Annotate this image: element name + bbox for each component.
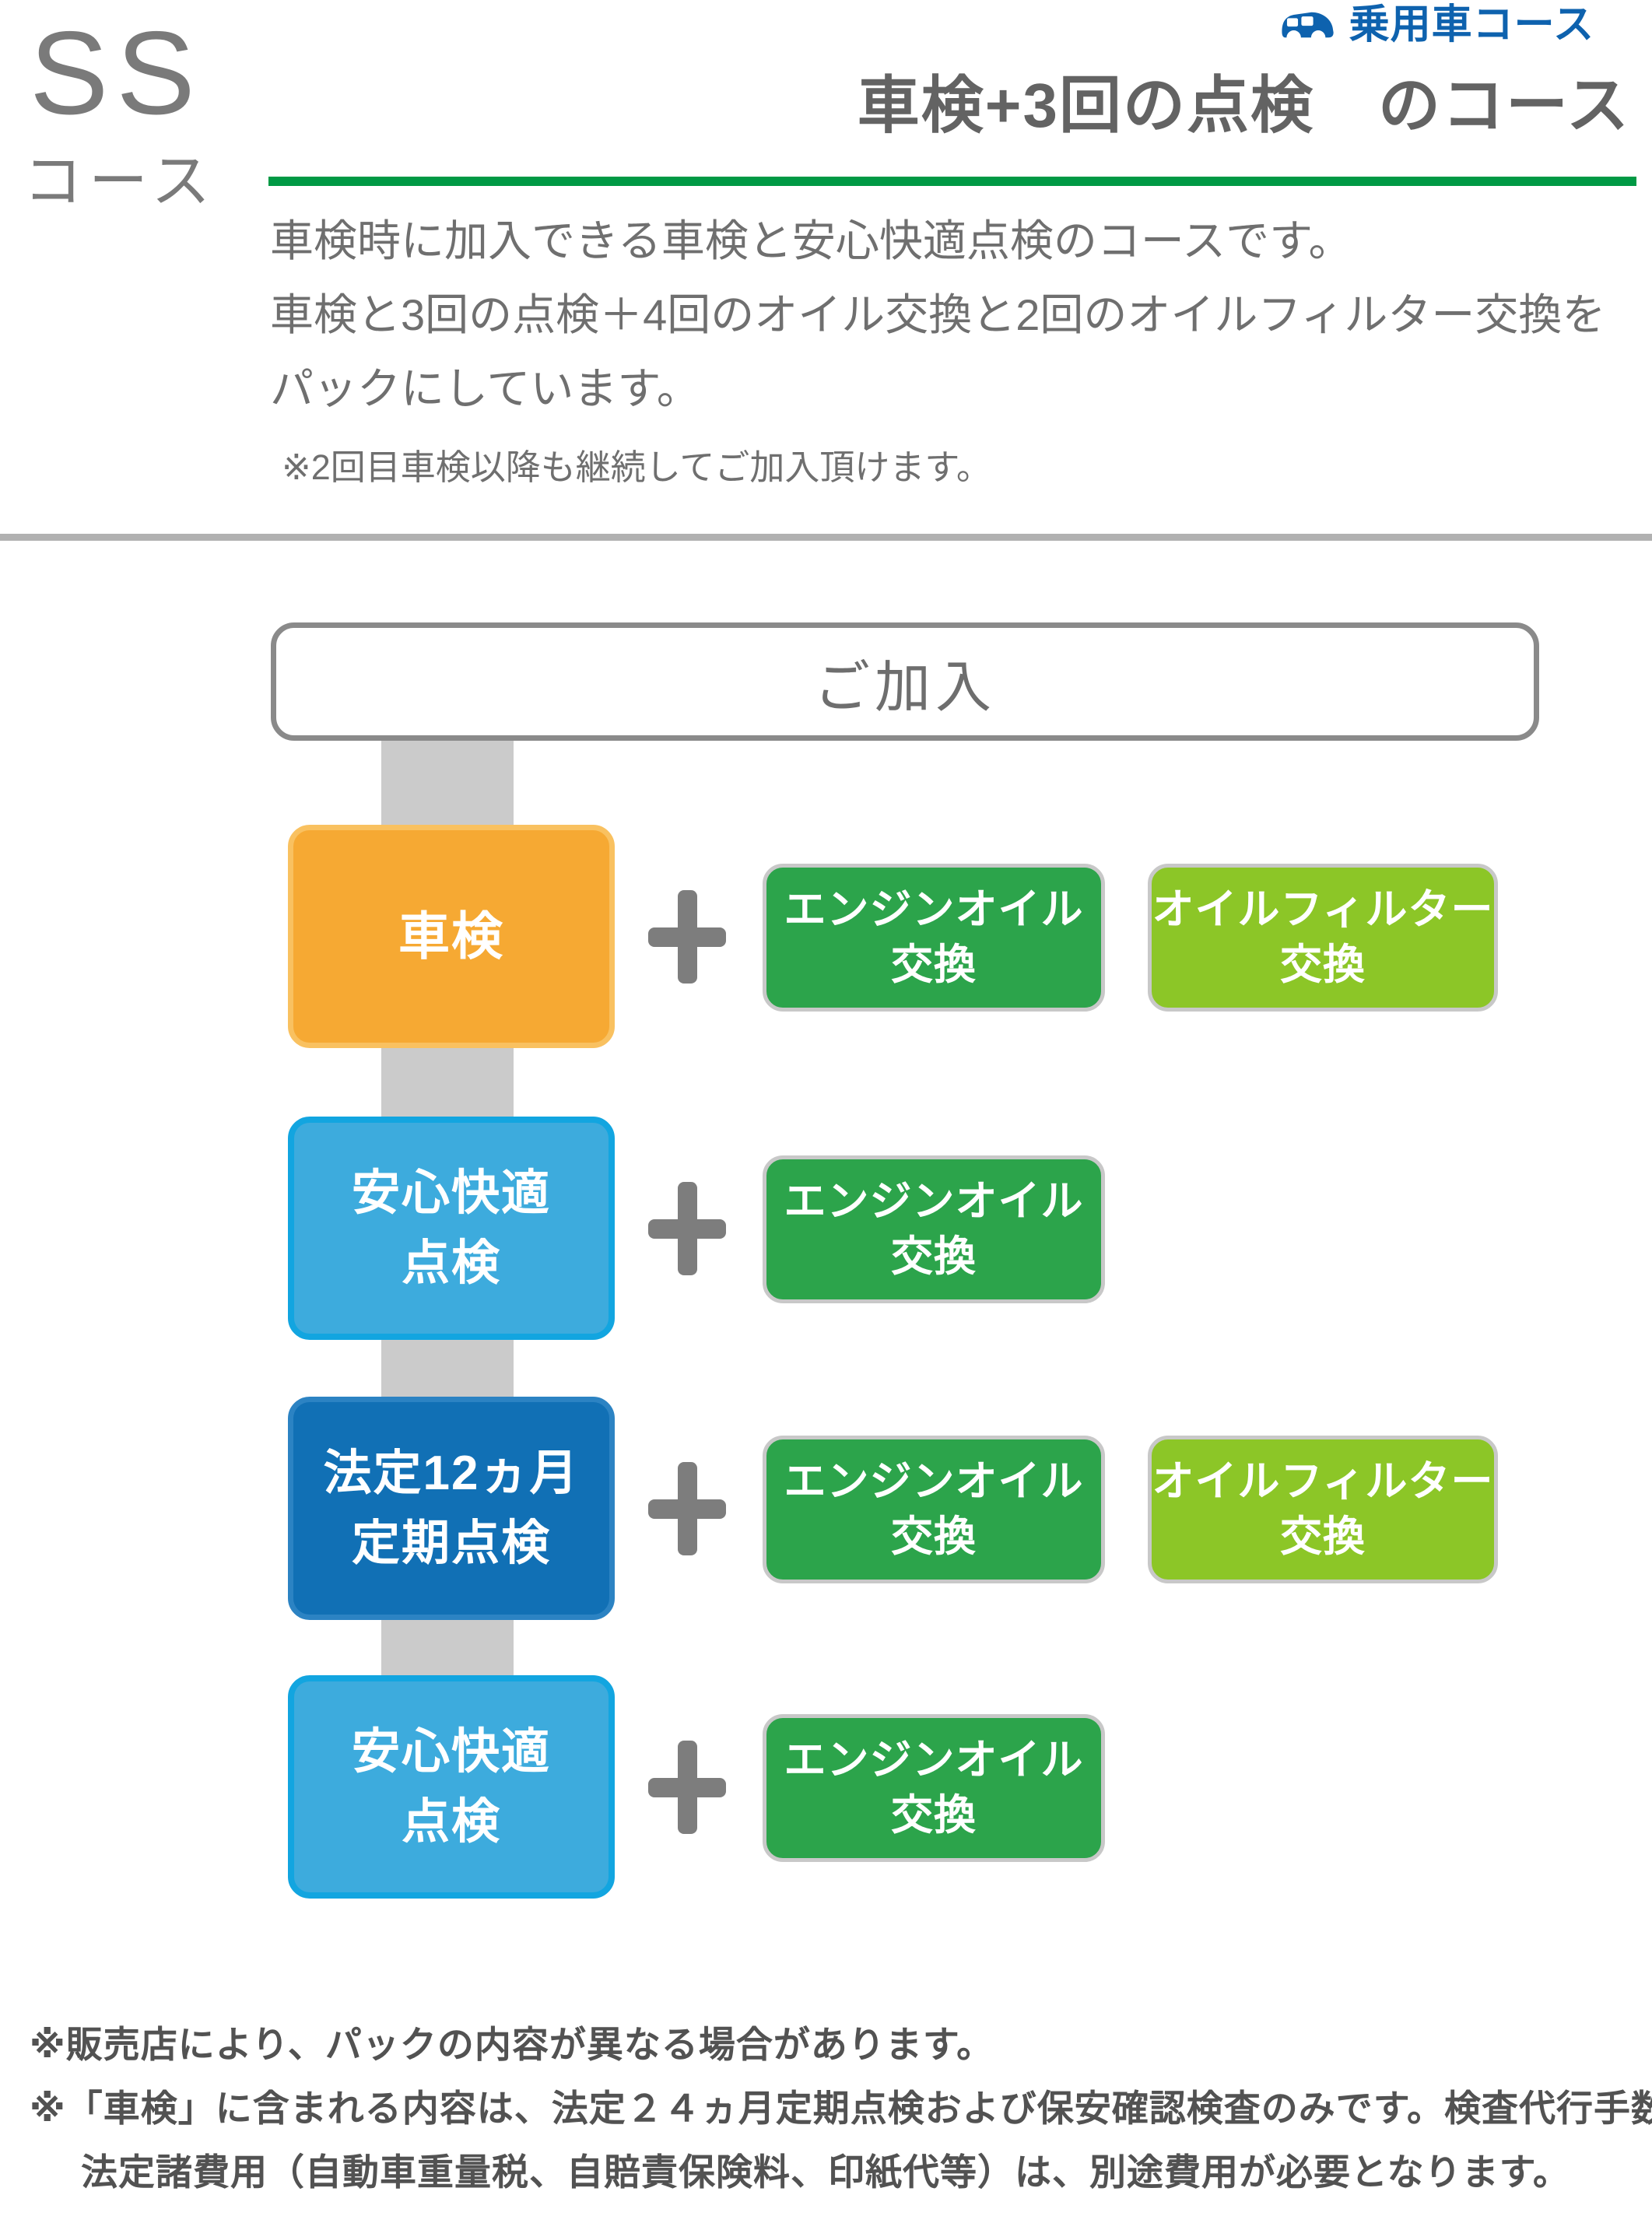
section-divider xyxy=(0,534,1652,541)
anshin-label-line1: 安心快適 xyxy=(351,1166,551,1220)
engine-oil-box: エンジンオイル 交換 xyxy=(763,1714,1105,1862)
anshin-kaiteki-box-2: 安心快適 点検 xyxy=(288,1675,615,1899)
engine-oil-label-line2: 交換 xyxy=(891,1513,977,1560)
engine-oil-label-line1: エンジンオイル xyxy=(784,885,1084,933)
intro-line-2: 車検と3回の点検＋4回のオイル交換と2回のオイルフィルター交換を xyxy=(270,290,1606,339)
footnote-line: ※「車検」に含まれる内容は、法定２４ヵ月定期点検および保安確認検査のみです。検査… xyxy=(30,2088,1652,2129)
intro-line-3: パックにしています。 xyxy=(270,364,700,413)
oil-filter-label-line1: オイルフィルター xyxy=(1152,885,1494,933)
oil-filter-label-line1: オイルフィルター xyxy=(1152,1457,1494,1505)
plus-icon xyxy=(648,1182,726,1275)
intro-text: 車検時に加入できる車検と安心快適点検のコースです。 車検と3回の点検＋4回のオイ… xyxy=(270,204,1605,426)
oil-filter-label-line2: 交換 xyxy=(1280,941,1366,988)
oil-filter-label-line2: 交換 xyxy=(1280,1513,1366,1560)
hotei-12month-box: 法定12ヵ月 定期点検 xyxy=(288,1397,615,1620)
flow-row-hotei12: 法定12ヵ月 定期点検 エンジンオイル 交換 オイルフィルター 交換 xyxy=(0,1397,1652,1620)
engine-oil-label-line2: 交換 xyxy=(891,1792,977,1839)
plus-icon xyxy=(648,890,726,984)
engine-oil-label-line2: 交換 xyxy=(891,1233,977,1280)
flow-row-anshin-1: 安心快適 点検 エンジンオイル 交換 xyxy=(0,1117,1652,1340)
logo-course-label: コース xyxy=(23,149,217,215)
badge-label: 乗用車コース xyxy=(1349,2,1594,47)
shaken-box: 車検 xyxy=(288,825,615,1048)
intro-line-1: 車検時に加入できる車検と安心快適点検のコースです。 xyxy=(270,216,1352,265)
engine-oil-label-line1: エンジンオイル xyxy=(784,1736,1084,1783)
car-icon xyxy=(1282,12,1334,38)
page-title: 車検+3回の点検 のコース xyxy=(857,71,1630,140)
footnote-line: ※販売店により、パックの内容が異なる場合があります。 xyxy=(30,2024,994,2065)
footnote-line: 法定諸費用（自動車重量税、自賠責保険料、印紙代等）は、別途費用が必要となります。 xyxy=(81,2151,1570,2193)
engine-oil-label-line1: エンジンオイル xyxy=(784,1177,1084,1225)
anshin-label-line1: 安心快適 xyxy=(351,1724,551,1779)
flow-row-anshin-2: 安心快適 点検 エンジンオイル 交換 xyxy=(0,1675,1652,1899)
anshin-label-line2: 点検 xyxy=(401,1794,501,1849)
plus-icon xyxy=(648,1741,726,1834)
title-underline xyxy=(268,177,1636,186)
intro-note: ※2回目車検以降も継続してご加入頂けます。 xyxy=(282,447,991,487)
logo-ss: SS xyxy=(30,7,203,139)
engine-oil-label-line2: 交換 xyxy=(891,941,977,988)
oil-filter-box: オイルフィルター 交換 xyxy=(1148,864,1498,1012)
plus-icon xyxy=(648,1462,726,1555)
hotei-label-line1: 法定12ヵ月 xyxy=(323,1446,580,1500)
engine-oil-box: エンジンオイル 交換 xyxy=(763,864,1105,1012)
engine-oil-label-line1: エンジンオイル xyxy=(784,1457,1084,1505)
hotei-label-line2: 定期点検 xyxy=(351,1516,551,1570)
vehicle-course-badge: 乗用車コース xyxy=(1278,5,1594,45)
flow-row-shaken: 車検 エンジンオイル 交換 オイルフィルター 交換 xyxy=(0,825,1652,1048)
entry-box: ご加入 xyxy=(271,622,1539,741)
entry-label: ご加入 xyxy=(813,656,996,719)
anshin-kaiteki-box-1: 安心快適 点検 xyxy=(288,1117,615,1340)
anshin-label-line2: 点検 xyxy=(401,1236,501,1290)
oil-filter-box: オイルフィルター 交換 xyxy=(1148,1436,1498,1583)
engine-oil-box: エンジンオイル 交換 xyxy=(763,1436,1105,1583)
engine-oil-box: エンジンオイル 交換 xyxy=(763,1155,1105,1303)
shaken-label: 車検 xyxy=(398,906,504,965)
